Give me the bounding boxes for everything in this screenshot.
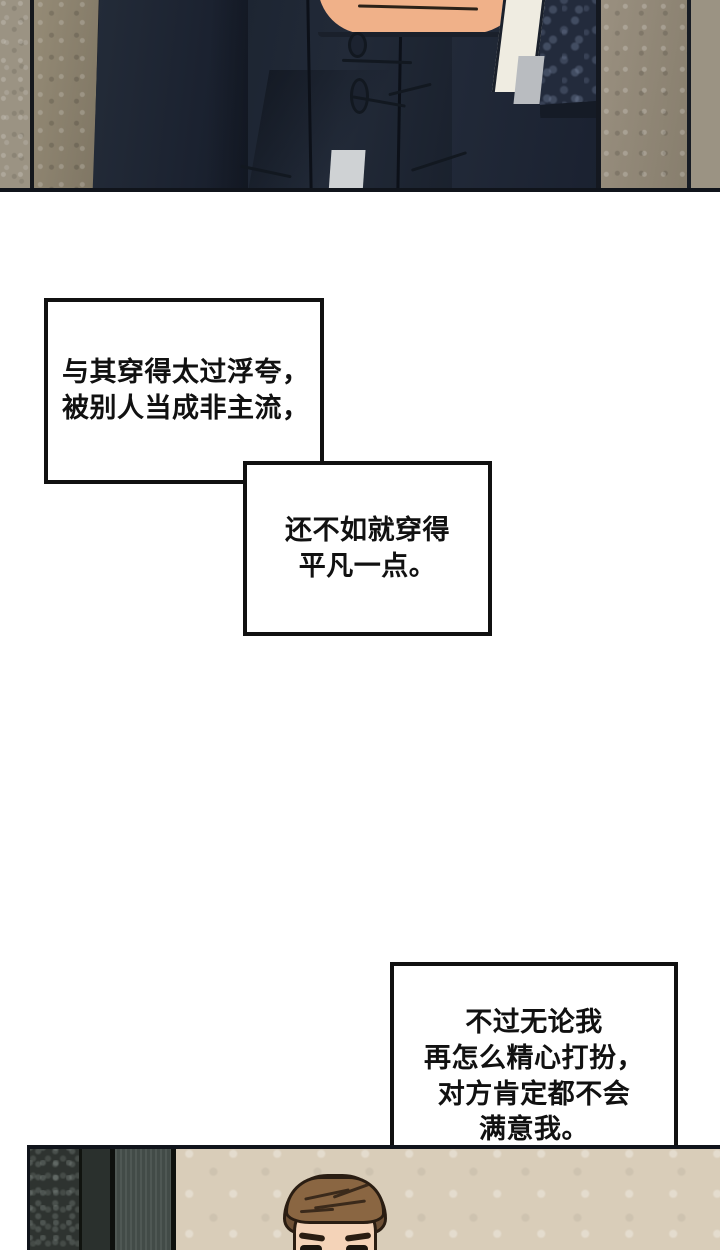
man-head	[279, 1174, 391, 1250]
wall-right-beige	[601, 0, 687, 192]
hand-crease-line	[357, 4, 479, 11]
door-panel-dark-left	[27, 1145, 79, 1250]
door-texture	[115, 1145, 171, 1250]
door-divider-line	[110, 1145, 115, 1250]
frame-divider-line	[30, 0, 34, 192]
door-panel-dark-second	[82, 1145, 110, 1250]
eye-right	[346, 1245, 368, 1250]
wall-texture	[34, 0, 98, 192]
wall-beige-background	[176, 1145, 720, 1250]
door-divider-line	[79, 1145, 82, 1250]
door-divider-line	[171, 1145, 176, 1250]
wall-left-beige	[0, 0, 30, 192]
speech-bubble-2-text: 还不如就穿得 平凡一点。	[285, 514, 450, 582]
top-panel-suit-torso	[0, 0, 720, 192]
panel-border-bottom	[0, 188, 720, 192]
bottom-panel-man-face	[27, 1145, 720, 1250]
eye-left	[300, 1245, 322, 1250]
hair-strand	[299, 1207, 335, 1214]
speech-bubble-1-text: 与其穿得太过浮夸， 被别人当成非主流，	[62, 357, 310, 424]
hand-skin	[318, 0, 528, 37]
wall-texture	[176, 1145, 720, 1250]
speech-bubble-2: 还不如就穿得 平凡一点。	[243, 461, 492, 636]
top-panel-artwork	[0, 0, 720, 192]
hair-front	[285, 1176, 385, 1224]
door-texture	[27, 1145, 79, 1250]
frame-divider-line	[596, 0, 601, 192]
suit-coat-left	[92, 0, 273, 192]
door-panel-grey	[115, 1145, 171, 1250]
panel-border-left	[27, 1145, 30, 1250]
wall-texture	[601, 0, 687, 192]
shirt-cuff-shadow	[513, 56, 545, 104]
speech-bubble-1: 与其穿得太过浮夸， 被别人当成非主流，	[44, 298, 324, 484]
suit-button-1	[348, 32, 367, 58]
frame-divider-line	[687, 0, 691, 192]
trouser-gap-highlight	[328, 150, 366, 192]
wall-mid-beige	[34, 0, 98, 192]
panel-border-top	[27, 1145, 720, 1149]
hand-outline	[318, 32, 528, 37]
wall-texture	[0, 0, 30, 192]
speech-bubble-3-text: 不过无论我 再怎么精心打扮， 对方肯定都不会 满意我。	[424, 1007, 644, 1146]
wall-far-right-beige	[691, 0, 720, 192]
